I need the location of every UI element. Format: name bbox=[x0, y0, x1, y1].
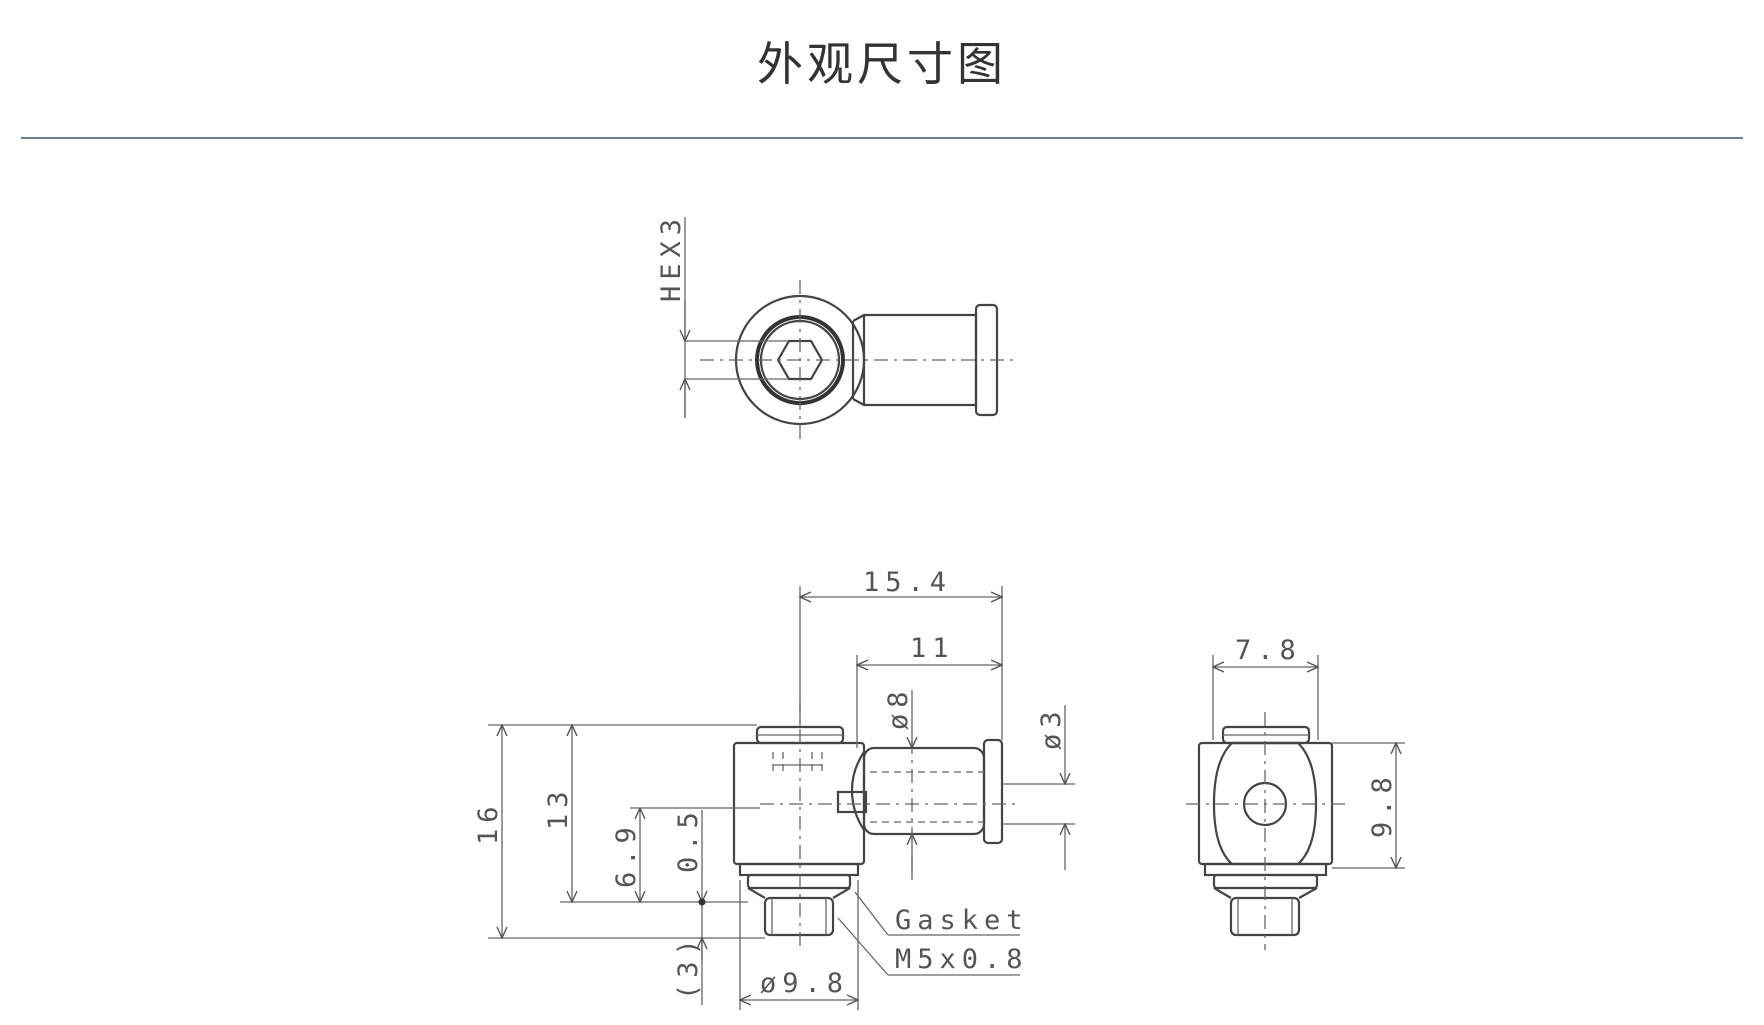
dim-tube-diameter: ø8 bbox=[883, 685, 914, 730]
dim-side-height: 9.8 bbox=[1367, 771, 1398, 838]
dim-body-width: 7.8 bbox=[1235, 635, 1302, 666]
gasket-label: Gasket bbox=[895, 905, 1029, 936]
front-view: 15.4 11 ø8 ø3 16 13 6.9 0.5 bbox=[473, 567, 1075, 1010]
hex-size-label: HEX3 bbox=[656, 213, 687, 302]
dim-overall-length: 15.4 bbox=[863, 567, 952, 598]
page-title: 外观尺寸图 bbox=[757, 37, 1007, 91]
dim-bore-diameter: ø3 bbox=[1036, 705, 1067, 750]
side-view: 7.8 9.8 bbox=[1186, 635, 1405, 950]
dim-body-height: 13 bbox=[543, 785, 574, 830]
title-divider bbox=[21, 137, 1743, 139]
dim-base-diameter: ø9.8 bbox=[760, 968, 849, 999]
dim-center-height: 6.9 bbox=[611, 821, 642, 888]
front-release-collar bbox=[982, 738, 1004, 845]
thread-stud bbox=[763, 896, 835, 937]
front-arm-body bbox=[862, 746, 986, 836]
top-view: HEX3 bbox=[656, 213, 1016, 440]
front-arm-nub bbox=[836, 790, 868, 814]
dim-body-to-end: 11 bbox=[910, 633, 955, 664]
gasket-shape bbox=[746, 873, 852, 890]
thread-label: M5x0.8 bbox=[895, 944, 1029, 975]
dim-offset: 0.5 bbox=[673, 806, 704, 873]
dim-thread-length: (3) bbox=[673, 933, 704, 1000]
dim-total-height: 16 bbox=[473, 800, 504, 845]
